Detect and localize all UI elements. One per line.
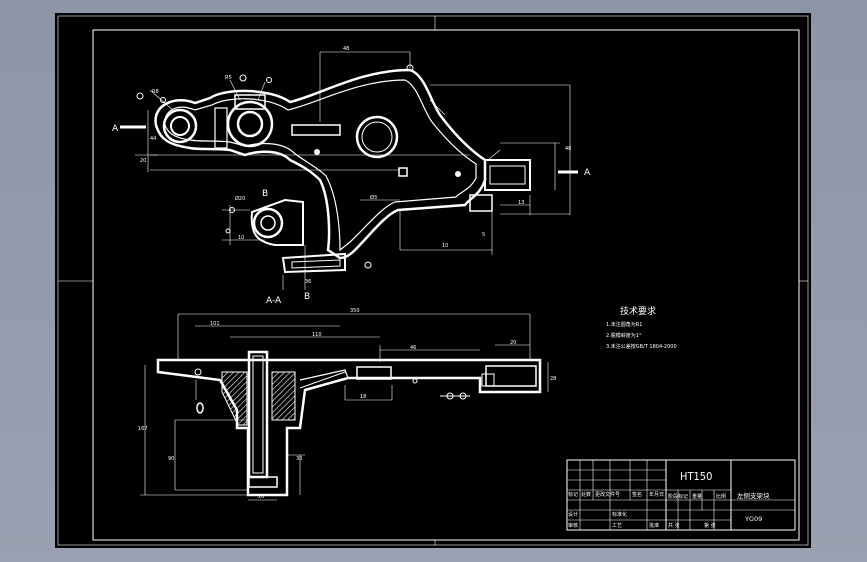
svg-text:46: 46 [565, 146, 571, 152]
svg-text:101: 101 [210, 321, 220, 327]
svg-text:20: 20 [258, 494, 264, 500]
title-block: HT150 左侧支架块 YG09 标记 处数 更改文件号 签名 年月日 设计 标… [566, 459, 796, 531]
part-name: 左侧支架块 [737, 491, 770, 500]
svg-text:20: 20 [140, 158, 146, 164]
svg-text:18: 18 [360, 394, 366, 400]
view-mark-a-left: A [112, 124, 119, 134]
section-view: A-A [138, 296, 556, 501]
tech-item-1: 1.未注圆角为R1 [606, 321, 642, 328]
svg-text:44: 44 [150, 136, 156, 142]
svg-text:审核: 审核 [568, 522, 578, 529]
svg-text:签名: 签名 [632, 491, 642, 498]
svg-text:处数: 处数 [581, 491, 591, 498]
svg-text:批准: 批准 [649, 522, 659, 529]
svg-text:工艺: 工艺 [612, 523, 622, 529]
tech-item-2: 2.脱模斜度为1° [606, 332, 642, 339]
drawing-sheet: A A B B [55, 13, 811, 548]
svg-text:更改文件号: 更改文件号 [595, 491, 620, 498]
svg-text:350: 350 [350, 308, 360, 314]
section-label: A-A [266, 296, 282, 306]
svg-text:110: 110 [312, 332, 322, 338]
svg-text:10: 10 [442, 243, 448, 249]
svg-text:20: 20 [510, 340, 516, 346]
view-mark-b-bottom: B [304, 292, 310, 302]
svg-text:设计: 设计 [568, 511, 578, 518]
svg-text:R8: R8 [152, 89, 159, 95]
material-label: HT150 [680, 470, 712, 483]
svg-text:46: 46 [410, 345, 416, 351]
svg-text:重量: 重量 [692, 493, 702, 500]
svg-text:30: 30 [296, 456, 302, 462]
svg-text:Ø20: Ø20 [235, 195, 245, 202]
svg-text:共 张: 共 张 [668, 522, 680, 529]
drawing-number: YG09 [744, 515, 762, 523]
view-mark-b-top: B [262, 189, 268, 199]
tech-item-3: 3.未注公差按GB/T 1804-2000 [606, 343, 677, 350]
svg-text:10: 10 [238, 235, 244, 241]
svg-text:5: 5 [482, 232, 485, 238]
tech-heading: 技术要求 [620, 305, 656, 317]
tech-requirements: 技术要求 1.未注圆角为R1 2.脱模斜度为1° 3.未注公差按GB/T 180… [606, 305, 677, 350]
svg-text:第 张: 第 张 [704, 522, 716, 529]
svg-text:167: 167 [138, 426, 148, 432]
drawing-border [57, 15, 809, 546]
svg-text:阶段标记: 阶段标记 [668, 493, 688, 500]
svg-text:Ø3: Ø3 [370, 194, 377, 201]
svg-text:比例: 比例 [716, 493, 726, 500]
svg-text:标准化: 标准化 [612, 511, 627, 518]
svg-text:28: 28 [550, 376, 556, 382]
svg-text:48: 48 [343, 46, 349, 52]
svg-text:13: 13 [518, 200, 524, 206]
svg-text:标记: 标记 [568, 491, 578, 498]
svg-text:36: 36 [305, 279, 311, 285]
top-view: A A B B [112, 46, 591, 302]
view-mark-a-right: A [584, 168, 591, 178]
svg-text:R5: R5 [225, 75, 232, 81]
drawing-canvas: A A B B [57, 15, 809, 546]
svg-text:90: 90 [168, 456, 174, 462]
svg-text:年月日: 年月日 [649, 491, 664, 498]
